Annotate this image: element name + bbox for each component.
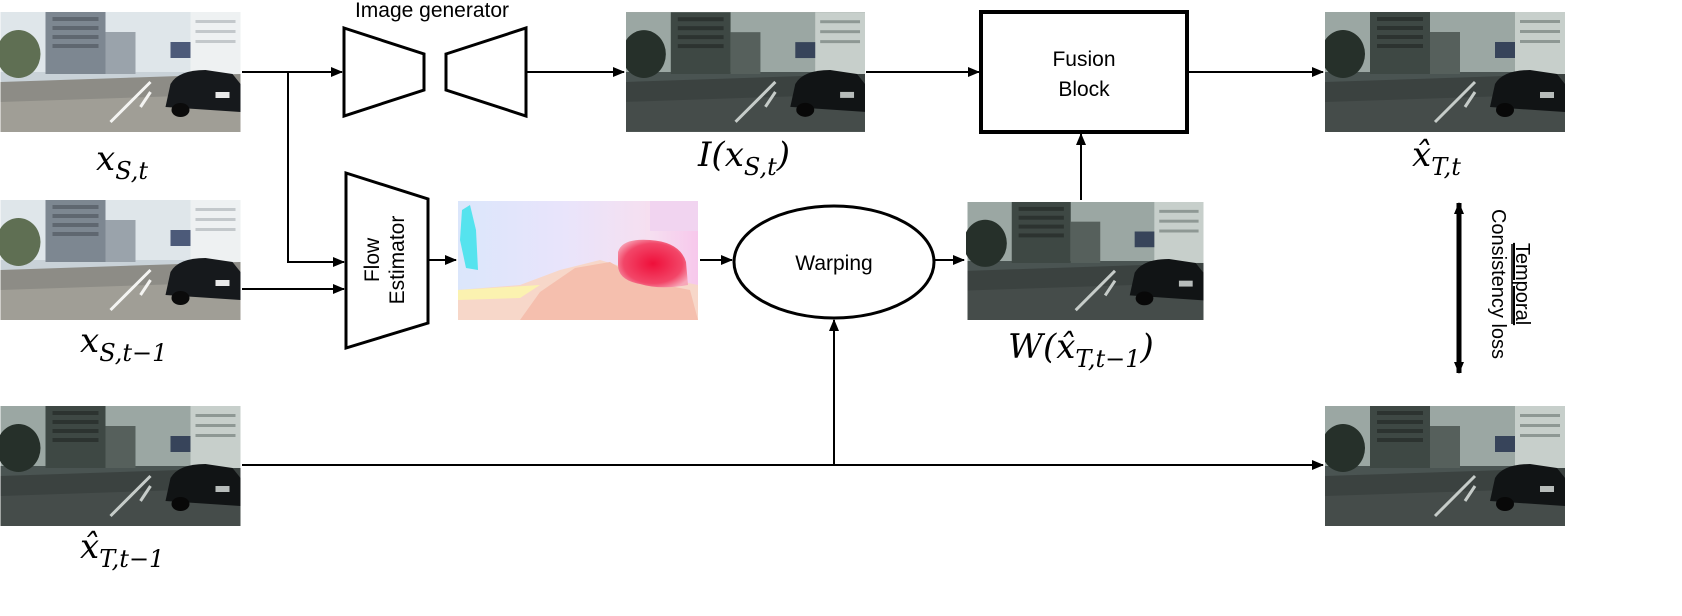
image-generator-label: Image generator — [355, 0, 509, 22]
temporal-consistency-label: Temporal Consistency loss — [1487, 209, 1533, 359]
frame-output-t — [1325, 12, 1565, 132]
frame-x-s-t — [0, 12, 241, 132]
fusion-block — [979, 10, 1189, 134]
svg-text:Estimator: Estimator — [386, 216, 409, 305]
optical-flow-map — [458, 201, 698, 320]
label-xhat-t-t-minus-1: x̂T,t−1 — [80, 527, 164, 573]
label-generated: I(xS,t) — [697, 135, 790, 181]
label-warped: W(x̂T,t−1) — [1008, 327, 1154, 373]
connectors — [242, 67, 1324, 470]
frame-xhat-t-t-minus-1 — [0, 406, 241, 526]
svg-text:Flow: Flow — [361, 237, 384, 282]
fusion-label-line1: Fusion — [1052, 48, 1115, 71]
label-x-s-t: xS,t — [96, 139, 148, 185]
frame-x-s-t-minus-1 — [0, 200, 241, 320]
flow-estimator-shape — [344, 170, 430, 351]
generator-encoder-shape — [342, 25, 426, 119]
svg-text:Consistency loss: Consistency loss — [1487, 209, 1509, 359]
svg-text:Temporal: Temporal — [1511, 243, 1533, 325]
label-xhat-t-t: x̂T,t — [1412, 135, 1461, 181]
frame-output-t-minus-1 — [1325, 406, 1565, 526]
frame-generated — [626, 12, 865, 132]
warping-label: Warping — [795, 252, 872, 275]
warping-block — [732, 204, 936, 320]
label-x-s-t-minus-1: xS,t−1 — [80, 321, 167, 367]
fusion-label-line2: Block — [1058, 78, 1110, 101]
arrow-source-to-flow — [287, 72, 345, 267]
generator-decoder-shape — [444, 25, 528, 119]
flow-estimator-label: Flow Estimator — [361, 216, 409, 305]
frame-warped — [966, 202, 1205, 320]
